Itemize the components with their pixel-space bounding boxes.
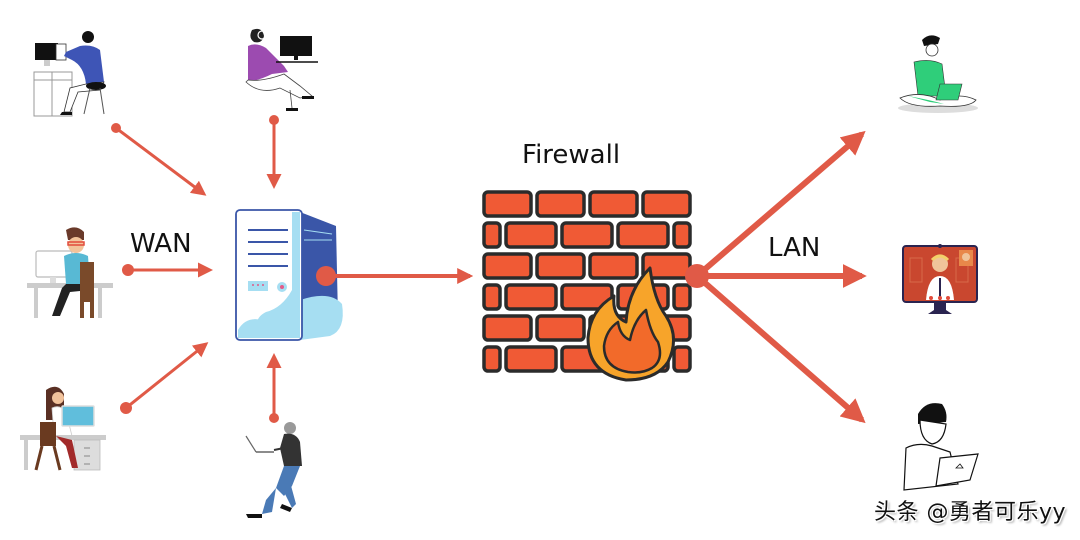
server-icon — [235, 209, 343, 341]
user-purple-headset-icon — [245, 28, 318, 111]
wan-arrow-left — [122, 262, 213, 278]
brick — [482, 190, 533, 218]
brick — [504, 345, 558, 373]
brick — [482, 345, 502, 373]
wan-label: WAN — [130, 229, 192, 259]
lan-arrow-up — [695, 130, 866, 279]
server-to-firewall-arrow — [316, 266, 474, 286]
user-glasses-desk-icon — [27, 227, 113, 318]
wan-arrow-bottom — [266, 353, 282, 423]
brick — [535, 190, 586, 218]
video-call-monitor-icon — [902, 244, 978, 314]
fire-icon — [586, 266, 675, 382]
brick — [672, 345, 692, 373]
brick — [641, 190, 692, 218]
user-laptop-sitting-icon — [245, 422, 302, 518]
brick — [588, 190, 639, 218]
firewall-label: Firewall — [522, 140, 620, 170]
user-woman-desk-icon — [20, 386, 106, 471]
lan-arrow-down — [695, 273, 866, 424]
wan-arrow-top — [266, 115, 282, 189]
brick — [616, 221, 670, 249]
brick — [482, 252, 533, 280]
brick — [482, 314, 533, 342]
brick — [560, 221, 614, 249]
brick — [672, 283, 692, 311]
brick — [672, 221, 692, 249]
user-green-laptop-icon — [898, 35, 978, 113]
brick — [482, 221, 502, 249]
watermark-text: 头条 @勇者可乐yy — [873, 500, 1066, 525]
brick — [504, 221, 558, 249]
brick — [482, 283, 502, 311]
brick — [504, 283, 558, 311]
brick — [641, 252, 692, 280]
user-sketch-laptop-icon — [903, 403, 979, 491]
lan-label: LAN — [768, 233, 820, 263]
user-desk-blue-shirt-icon — [33, 31, 106, 117]
brick — [588, 252, 639, 280]
brick — [535, 314, 586, 342]
wan-arrow-bottomleft — [120, 342, 209, 414]
wan-arrow-topleft — [111, 123, 207, 196]
brick — [535, 252, 586, 280]
